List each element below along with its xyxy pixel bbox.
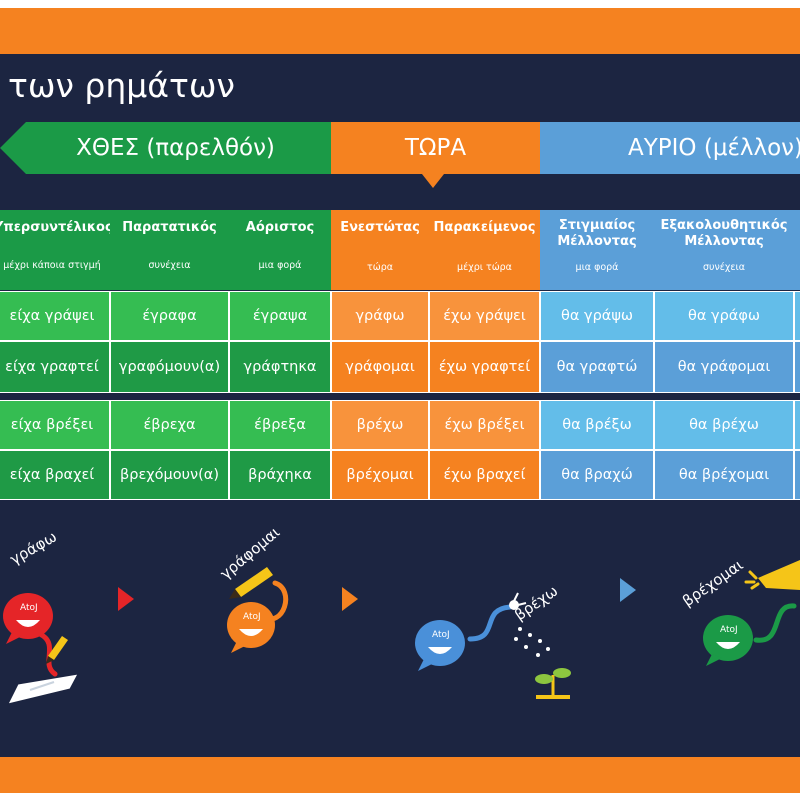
tense-note: μια φορά — [258, 260, 302, 271]
watering-mascot-icon: AtoJ — [415, 592, 571, 699]
tense-board: των ρημάτων ΧΘΕΣ (παρελθόν) ΤΩΡΑ ΑΥΡΙΟ (… — [0, 54, 800, 757]
conjugation-cell: θα γράψω — [540, 291, 654, 341]
tense-note: συνέχεια — [702, 262, 746, 273]
conjugation-cell: βρέχω — [331, 400, 429, 450]
conjugation-cell: έχω γράψει — [429, 291, 540, 341]
logo-text: AtoJ — [243, 612, 261, 622]
next-arrow-icon — [620, 578, 636, 602]
conjugation-cell: θα βρέξω — [540, 400, 654, 450]
conjugation-cell: γράφτηκα — [229, 341, 331, 393]
page-title: των ρημάτων — [8, 66, 235, 105]
conjugation-cell: έγραφα — [110, 291, 229, 341]
tense-header: Στιγμιαίος Μέλλοντας μια φορά — [540, 210, 654, 290]
tense-note: συνέχεια — [148, 260, 191, 271]
conjugation-cell: έβρεχα — [110, 400, 229, 450]
era-future-banner: ΑΥΡΙΟ (μέλλον) — [540, 122, 800, 174]
tense-name: Στιγμιαίος Μέλλοντας — [557, 218, 637, 249]
tense-header: Παρακείμενος μέχρι τώρα — [429, 210, 540, 290]
conjugation-cell: θα γραφτώ — [540, 341, 654, 393]
conjugation-cell: θα βραχώ — [540, 450, 654, 500]
pencil-mascot-icon: AtoJ — [227, 567, 289, 653]
conjugation-cell: θα βρέχομαι — [654, 450, 794, 500]
tense-header: Εξακολουθητικός Μέλλοντας συνέχεια — [654, 210, 794, 290]
conjugation-cell: βράχηκα — [229, 450, 331, 500]
tense-note: τώρα — [367, 262, 393, 273]
conjugation-cell: είχα βραχεί — [0, 450, 110, 500]
writing-mascot-icon: AtoJ — [3, 593, 79, 705]
watered-mascot-icon: AtoJ — [703, 560, 800, 666]
tense-note: μέχρι κάποια στιγμή — [3, 260, 101, 271]
era-now-label: ΤΩΡΑ — [404, 135, 467, 161]
logo-text: AtoJ — [20, 603, 38, 613]
conjugation-cell: θα γράφομαι — [654, 341, 794, 393]
tense-header: Υπερσυντέλικος μέχρι κάποια στιγμή — [0, 210, 110, 290]
conjugation-cell: έχω βραχεί — [429, 450, 540, 500]
conjugation-cell-edge — [794, 400, 800, 450]
tense-header: Ενεστώτας τώρα — [331, 210, 429, 290]
conjugation-cell: βρεχόμουν(α) — [110, 450, 229, 500]
logo-text: AtoJ — [432, 630, 450, 640]
conjugation-cell: έχω γραφτεί — [429, 341, 540, 393]
logo-text: AtoJ — [720, 625, 738, 635]
conjugation-cell: θα γράφω — [654, 291, 794, 341]
next-arrow-icon — [118, 587, 134, 611]
tense-name: Αόριστος — [245, 220, 315, 235]
tense-name: Εξακολουθητικός Μέλλοντας — [660, 218, 788, 249]
conjugation-cell: γράφω — [331, 291, 429, 341]
verb-label: γράφω — [6, 527, 60, 569]
conjugation-cell: βρέχομαι — [331, 450, 429, 500]
era-now-banner: ΤΩΡΑ — [331, 122, 540, 174]
era-future-label: ΑΥΡΙΟ (μέλλον) — [628, 135, 800, 161]
tense-name: Παρακείμενος — [433, 220, 536, 235]
tense-header: Παρατατικός συνέχεια — [110, 210, 229, 290]
conjugation-cell: είχα γράψει — [0, 291, 110, 341]
next-arrow-icon — [342, 587, 358, 611]
tense-name: Υπερσυντέλικος — [0, 220, 110, 235]
bottom-orange-band — [0, 757, 800, 793]
conjugation-cell-edge — [794, 291, 800, 341]
conjugation-cell: είχα βρέξει — [0, 400, 110, 450]
top-orange-band — [0, 8, 800, 54]
conjugation-cell-edge — [794, 341, 800, 393]
conjugation-cell: γράφομαι — [331, 341, 429, 393]
conjugation-cell: έβρεξα — [229, 400, 331, 450]
conjugation-cell-edge — [794, 450, 800, 500]
tense-note: μια φορά — [575, 262, 619, 273]
era-past-label: ΧΘΕΣ (παρελθόν) — [76, 135, 275, 161]
era-past-banner: ΧΘΕΣ (παρελθόν) — [0, 122, 331, 174]
now-pointer-icon — [422, 174, 444, 188]
tense-header-edge — [794, 210, 800, 290]
tense-note: μέχρι τώρα — [457, 262, 512, 273]
conjugation-cell: έχω βρέξει — [429, 400, 540, 450]
tense-name: Παρατατικός — [122, 220, 217, 235]
conjugation-cell: έγραψα — [229, 291, 331, 341]
tense-name: Ενεστώτας — [340, 220, 420, 235]
conjugation-cell: είχα γραφτεί — [0, 341, 110, 393]
tense-header: Αόριστος μια φορά — [229, 210, 331, 290]
conjugation-cell: γραφόμουν(α) — [110, 341, 229, 393]
conjugation-cell: θα βρέχω — [654, 400, 794, 450]
